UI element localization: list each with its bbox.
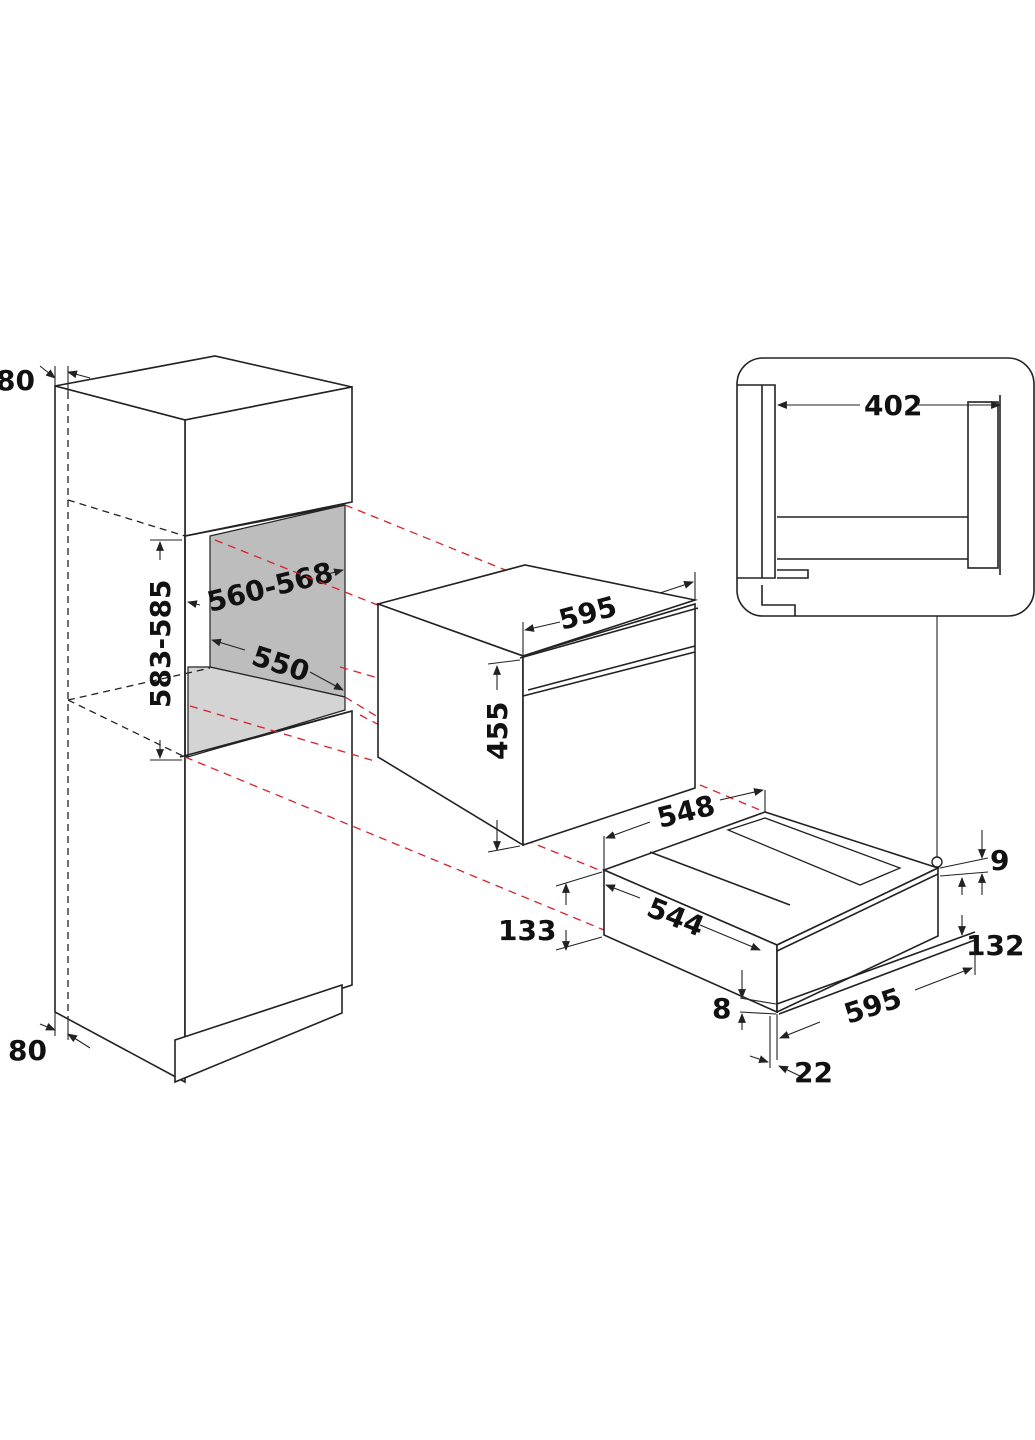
cabinet-bottom-offset-label: 80 — [8, 1034, 47, 1067]
detail-frame — [736, 357, 1035, 617]
detail-pointer-dot — [931, 856, 943, 868]
cabinet-side-panel — [54, 384, 186, 1084]
drawer-front-height-dimension: 132 — [958, 877, 1024, 962]
oven-height-dimension: 455 — [481, 659, 521, 853]
niche-floor — [187, 666, 346, 758]
drawer-bottom-gap-label: 8 — [712, 992, 731, 1025]
oven-height-label: 455 — [481, 702, 514, 760]
cabinet-bottom-offset-dimension: 80 — [8, 1012, 91, 1067]
tall-cabinet — [54, 355, 353, 1084]
drawer-front-top-label: 9 — [990, 844, 1009, 877]
cabinet-top-offset-label: 80 — [0, 364, 35, 397]
drawer-top-recess — [726, 817, 902, 886]
drawer-front-thickness-label: 22 — [794, 1056, 833, 1089]
warming-drawer — [601, 811, 976, 1015]
detail-inner-width-label: 402 — [864, 389, 922, 422]
drawer-front-top-dimension: 9 — [939, 830, 1009, 895]
drawer-front-face — [776, 866, 939, 1014]
drawer-front-height-label: 132 — [966, 929, 1024, 962]
niche-height-label: 583-585 — [144, 579, 177, 708]
oven-front-face — [522, 602, 696, 847]
drawer-front-thickness-dimension: 22 — [749, 1016, 833, 1089]
drawer-height-label: 133 — [498, 914, 556, 947]
cabinet-top-offset-dimension: 80 — [0, 364, 91, 397]
drawer-height-dimension: 133 — [498, 871, 603, 951]
oven — [375, 564, 699, 847]
drawer-width-label: 595 — [840, 981, 906, 1030]
niche-height-dimension: 583-585 — [144, 539, 182, 761]
drawer-bottom-gap-dimension: 8 — [712, 970, 777, 1030]
detail-callout: 402 — [736, 357, 1035, 868]
cabinet-plinth — [174, 983, 343, 1084]
